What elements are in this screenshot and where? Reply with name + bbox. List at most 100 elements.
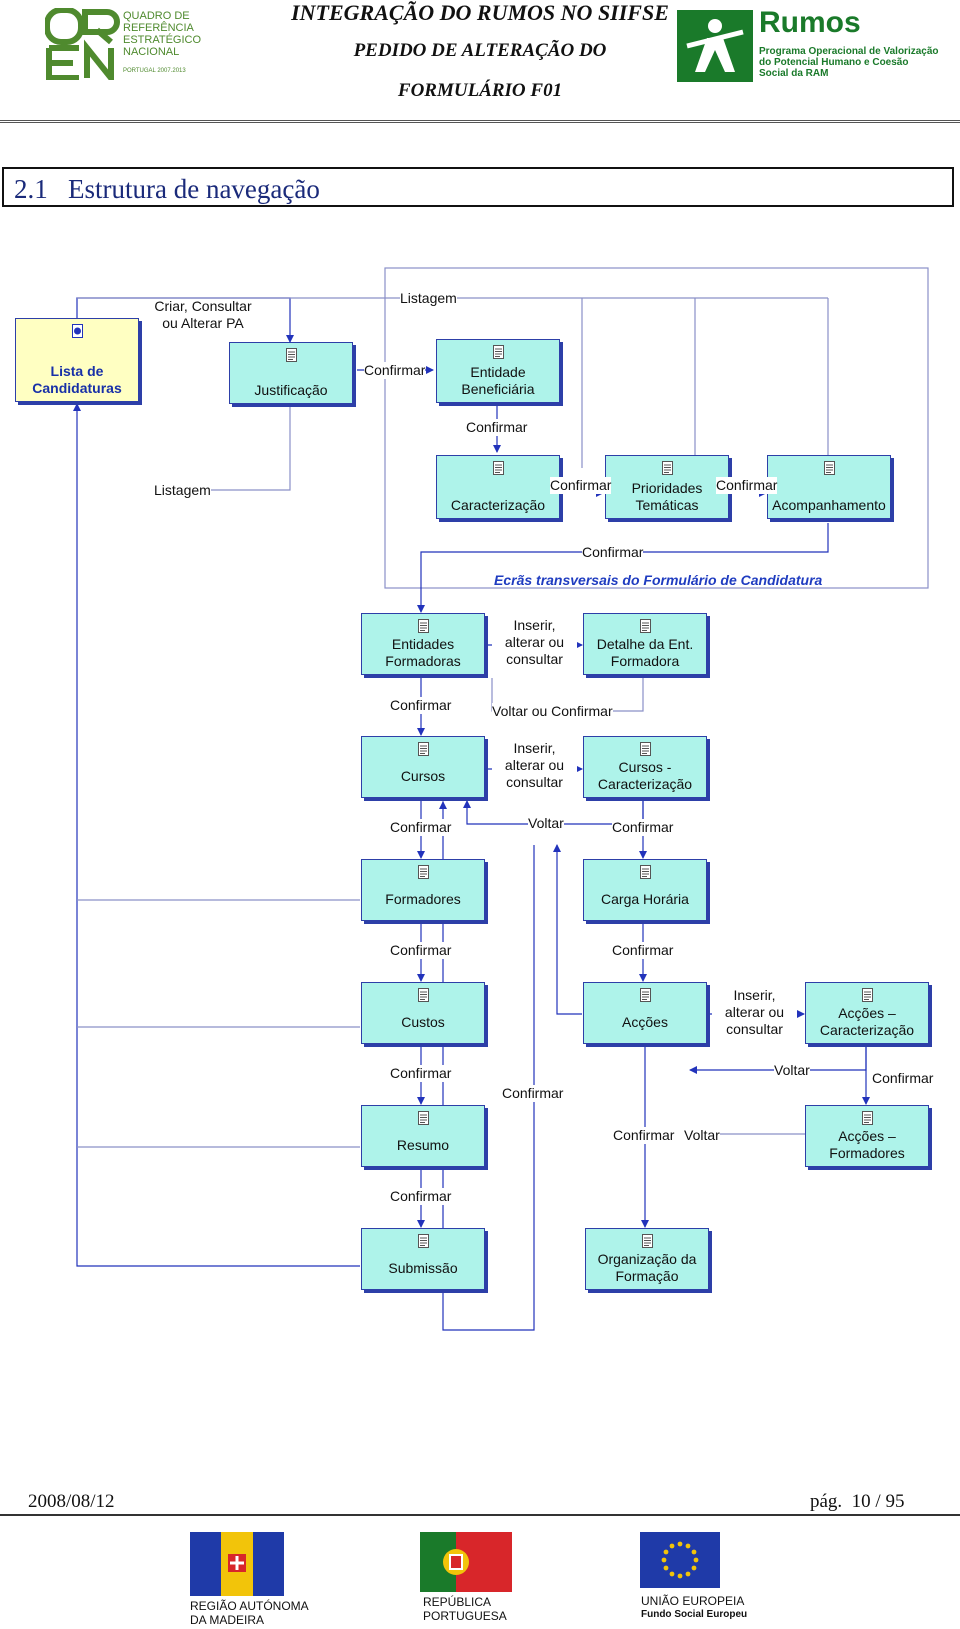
node-label: Submissão bbox=[388, 1260, 458, 1276]
footer-date: 2008/08/12 bbox=[28, 1491, 115, 1512]
edge-label-confirmar-9: Confirmar bbox=[390, 942, 452, 959]
globe-doc-icon bbox=[71, 324, 83, 338]
document-icon bbox=[417, 1234, 429, 1248]
edge-label-inserir-2: Inserir, alterar ou consultar bbox=[492, 740, 577, 791]
document-icon bbox=[639, 742, 651, 756]
document-icon bbox=[492, 345, 504, 359]
edge-label-listagem-top: Listagem bbox=[400, 290, 457, 307]
rumos-logo: Rumos Programa Operacional de Valorizaçã… bbox=[677, 6, 939, 82]
node-label: Justificação bbox=[254, 382, 328, 398]
madeira-flag-icon bbox=[190, 1532, 284, 1596]
edge-label-confirmar-6: Confirmar bbox=[390, 697, 452, 714]
node-accoes-formadores[interactable]: Acções – Formadores bbox=[805, 1105, 929, 1167]
node-label: Resumo bbox=[396, 1137, 450, 1153]
edge-label-voltar-3: Voltar bbox=[684, 1127, 720, 1144]
edge-label-confirmar-7: Confirmar bbox=[390, 819, 452, 836]
node-label: Detalhe da Ent. Formadora bbox=[596, 636, 694, 669]
edge-label-confirmar-8: Confirmar bbox=[612, 819, 674, 836]
document-icon bbox=[417, 619, 429, 633]
node-cursos-caracterizacao[interactable]: Cursos - Caracterização bbox=[583, 736, 707, 798]
node-justificacao[interactable]: Justificação bbox=[229, 342, 353, 404]
document-icon bbox=[417, 988, 429, 1002]
document-icon bbox=[861, 1111, 873, 1125]
node-label: Cursos - Caracterização bbox=[597, 759, 693, 792]
node-custos[interactable]: Custos bbox=[361, 982, 485, 1044]
edge-label-confirmar-4: Confirmar bbox=[716, 477, 778, 494]
node-label: Acções – Caracterização bbox=[819, 1005, 915, 1038]
edge-label-criar: Criar, Consultar ou Alterar PA bbox=[154, 298, 252, 331]
node-label: Lista de Candidaturas bbox=[32, 363, 122, 396]
edge-label-inserir-3: Inserir, alterar ou consultar bbox=[712, 987, 797, 1038]
rumos-mark-icon bbox=[677, 10, 753, 82]
node-accoes-caracterizacao[interactable]: Acções – Caracterização bbox=[805, 982, 929, 1044]
node-cursos[interactable]: Cursos bbox=[361, 736, 485, 798]
edge-label-confirmar-10: Confirmar bbox=[612, 942, 674, 959]
node-prioridades-tematicas[interactable]: Prioridades Temáticas bbox=[605, 455, 729, 519]
node-detalhe-ent-formadora[interactable]: Detalhe da Ent. Formadora bbox=[583, 613, 707, 675]
document-icon bbox=[641, 1234, 653, 1248]
rumos-logo-sub: Programa Operacional de Valorização do P… bbox=[759, 46, 939, 79]
document-icon bbox=[661, 461, 673, 475]
node-formadores[interactable]: Formadores bbox=[361, 859, 485, 921]
edge-label-confirmar-2: Confirmar bbox=[466, 419, 528, 436]
node-acompanhamento[interactable]: Acompanhamento bbox=[767, 455, 891, 519]
document-icon bbox=[417, 742, 429, 756]
edge-label-voltar-confirmar: Voltar ou Confirmar bbox=[492, 703, 613, 720]
edge-label-voltar-2: Voltar bbox=[774, 1062, 810, 1079]
portugal-flag-icon bbox=[420, 1532, 512, 1592]
eu-flag-icon bbox=[640, 1532, 720, 1588]
document-icon bbox=[639, 865, 651, 879]
node-resumo[interactable]: Resumo bbox=[361, 1105, 485, 1167]
transversal-screens-label: Ecrãs transversais do Formulário de Cand… bbox=[494, 572, 823, 588]
node-accoes[interactable]: Acções bbox=[583, 982, 707, 1044]
edge-label-confirmar-14: Confirmar bbox=[613, 1127, 675, 1144]
qren-logo-text: QUADRO DE REFERÊNCIA ESTRATÉGICO NACIONA… bbox=[123, 10, 202, 58]
node-label: Cursos bbox=[400, 768, 446, 784]
node-carga-horaria[interactable]: Carga Horária bbox=[583, 859, 707, 921]
node-label: Carga Horária bbox=[601, 891, 689, 907]
doc-title-line-3: FORMULÁRIO F01 bbox=[397, 80, 563, 101]
node-label: Organização da Formação bbox=[597, 1251, 697, 1284]
section-heading: 2.1 Estrutura de navegação bbox=[2, 167, 954, 207]
node-submissao[interactable]: Submissão bbox=[361, 1228, 485, 1290]
node-label: Caracterização bbox=[450, 497, 546, 513]
document-icon bbox=[823, 461, 835, 475]
node-label: Acções – Formadores bbox=[829, 1128, 905, 1161]
node-entidades-formadoras[interactable]: Entidades Formadoras bbox=[361, 613, 485, 675]
edge-label-listagem-left: Listagem bbox=[154, 482, 211, 499]
qren-logo-sub: PORTUGAL 2007.2013 bbox=[123, 68, 186, 74]
node-lista-candidaturas[interactable]: Lista de Candidaturas bbox=[15, 318, 139, 402]
edge-label-confirmar-12: Confirmar bbox=[502, 1085, 564, 1102]
portugal-caption: REPÚBLICA PORTUGUESA bbox=[423, 1595, 507, 1623]
header-rule bbox=[0, 120, 960, 123]
document-icon bbox=[417, 1111, 429, 1125]
edge-label-confirmar-5: Confirmar bbox=[582, 544, 644, 561]
node-entidade-beneficiaria[interactable]: Entidade Beneficiária bbox=[436, 339, 560, 403]
madeira-caption: REGIÃO AUTÓNOMA DA MADEIRA bbox=[190, 1599, 309, 1627]
document-icon bbox=[492, 461, 504, 475]
node-label: Acções bbox=[622, 1014, 668, 1030]
document-icon bbox=[285, 348, 297, 362]
document-icon bbox=[639, 619, 651, 633]
edge-label-voltar-1: Voltar bbox=[528, 815, 564, 832]
node-label: Custos bbox=[401, 1014, 445, 1030]
node-label: Prioridades Temáticas bbox=[631, 480, 703, 513]
doc-title-line-2: PEDIDO DE ALTERAÇÃO DO bbox=[353, 40, 607, 61]
doc-title-line-1: INTEGRAÇÃO DO RUMOS NO SIIFSE bbox=[291, 0, 669, 25]
node-organizacao-formacao[interactable]: Organização da Formação bbox=[585, 1228, 709, 1290]
document-icon bbox=[861, 988, 873, 1002]
node-label: Entidades Formadoras bbox=[385, 636, 461, 669]
edge-label-inserir-1: Inserir, alterar ou consultar bbox=[492, 617, 577, 668]
rumos-logo-title: Rumos bbox=[759, 6, 861, 39]
edge-label-confirmar-1: Confirmar bbox=[364, 362, 426, 379]
portugal-flag bbox=[420, 1532, 512, 1592]
node-label: Entidade Beneficiária bbox=[461, 364, 535, 397]
document-icon bbox=[639, 988, 651, 1002]
qren-mark-icon bbox=[44, 7, 120, 87]
document-icon bbox=[417, 865, 429, 879]
edge-label-confirmar-15: Confirmar bbox=[390, 1188, 452, 1205]
node-caracterizacao[interactable]: Caracterização bbox=[436, 455, 560, 519]
footer-rule bbox=[0, 1514, 960, 1516]
eu-caption: UNIÃO EUROPEIA bbox=[641, 1594, 745, 1608]
